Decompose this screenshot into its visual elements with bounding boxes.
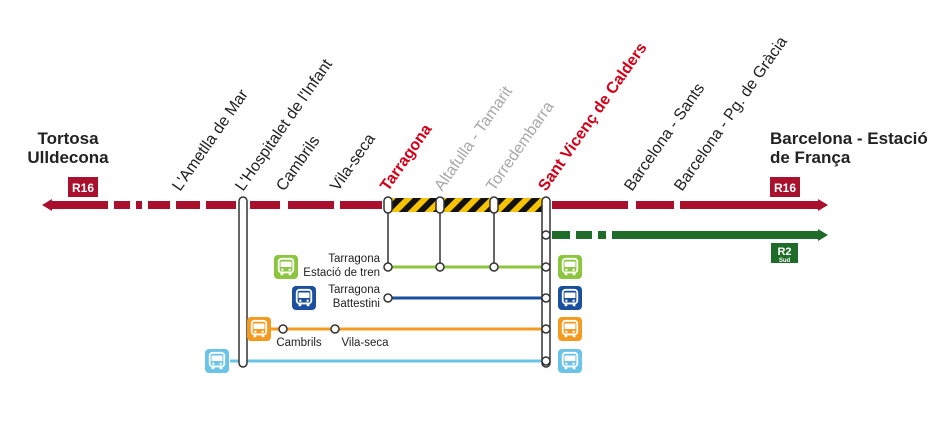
bus-stop-label: Battestini bbox=[333, 298, 380, 310]
bus-stop-label: Tarragona bbox=[328, 253, 380, 265]
r2-dash bbox=[598, 231, 606, 239]
r16-dash bbox=[288, 201, 334, 209]
stop-circles bbox=[278, 230, 551, 366]
r16-segment bbox=[680, 201, 818, 209]
r16-badge-label: R16 bbox=[774, 181, 796, 195]
r2-badge-label: R2 bbox=[777, 246, 791, 258]
stop-circle bbox=[383, 262, 393, 272]
connector-torredembarra bbox=[489, 196, 499, 214]
bus-icon bbox=[558, 255, 582, 279]
bus-icon bbox=[247, 317, 271, 341]
r16-east-arrow-icon bbox=[818, 199, 828, 211]
bus-stop-labels: Tarragona Estació de tren Tarragona Batt… bbox=[276, 253, 389, 349]
r16-badge-east: R16 bbox=[770, 177, 800, 197]
r2-arrow-icon bbox=[818, 229, 828, 241]
stop-circle bbox=[383, 293, 393, 303]
stop-circle bbox=[541, 230, 551, 240]
connector-sant-vicenc bbox=[541, 196, 551, 368]
bus-icon bbox=[558, 349, 582, 373]
r16-dash bbox=[114, 201, 130, 209]
bus-icon bbox=[292, 286, 316, 310]
r16-dash bbox=[176, 201, 200, 209]
r16-line bbox=[42, 198, 828, 212]
stop-circle bbox=[541, 262, 551, 272]
connectors bbox=[238, 196, 551, 368]
bus-icons bbox=[205, 255, 582, 373]
r16-dash bbox=[206, 201, 236, 209]
bus-icon bbox=[205, 349, 229, 373]
r2-dash bbox=[576, 231, 592, 239]
station-labels: L'Ametlla de Mar L'Hospitalet de l'Infan… bbox=[169, 34, 791, 195]
bus-stop-label: Vila-seca bbox=[341, 337, 389, 349]
stop-circle bbox=[541, 324, 551, 334]
bus-lines bbox=[230, 265, 546, 363]
station-label-highlight: Tarragona bbox=[377, 121, 435, 194]
r16-badge-west: R16 bbox=[68, 177, 98, 197]
connector-altafulla bbox=[435, 196, 445, 214]
connector-hospitalet bbox=[238, 196, 248, 368]
r16-dash bbox=[636, 201, 674, 209]
r16-dash bbox=[250, 201, 280, 209]
terminal-east-line2: de França bbox=[770, 148, 851, 167]
r16-dash bbox=[148, 201, 170, 209]
stop-circle bbox=[330, 324, 340, 334]
terminal-west-line1: Tortosa bbox=[37, 129, 99, 148]
r16-badge-label: R16 bbox=[72, 181, 94, 195]
r16-segment bbox=[50, 201, 108, 209]
bus-icon bbox=[274, 255, 298, 279]
r2-badge-sub-label: Sud bbox=[779, 258, 791, 264]
r16-closed-section bbox=[388, 198, 546, 212]
r16-dash bbox=[552, 201, 628, 209]
r16-dash bbox=[340, 201, 382, 209]
terminal-east-line1: Barcelona - Estació bbox=[770, 129, 928, 148]
bus-stop-label: Estació de tren bbox=[303, 267, 380, 279]
stop-circle bbox=[489, 262, 499, 272]
r2-segment bbox=[612, 231, 818, 239]
station-label: Vila-seca bbox=[327, 131, 379, 195]
bus-icon bbox=[558, 317, 582, 341]
bus-stop-label: Cambrils bbox=[276, 337, 322, 349]
r16-dash bbox=[136, 201, 142, 209]
connector-tarragona bbox=[383, 196, 393, 214]
r2-dash bbox=[552, 231, 570, 239]
r2-sud-badge: R2 Sud bbox=[771, 243, 798, 264]
stop-circle bbox=[541, 356, 551, 366]
r16-west-arrow-icon bbox=[42, 199, 52, 211]
bus-stop-label: Tarragona bbox=[328, 284, 380, 296]
stop-circle bbox=[278, 324, 288, 334]
terminal-west-line2: Ulldecona bbox=[27, 148, 109, 167]
stop-circle bbox=[435, 262, 445, 272]
bus-icon bbox=[558, 286, 582, 310]
stop-circle bbox=[541, 293, 551, 303]
r2-sud-line bbox=[552, 229, 828, 241]
